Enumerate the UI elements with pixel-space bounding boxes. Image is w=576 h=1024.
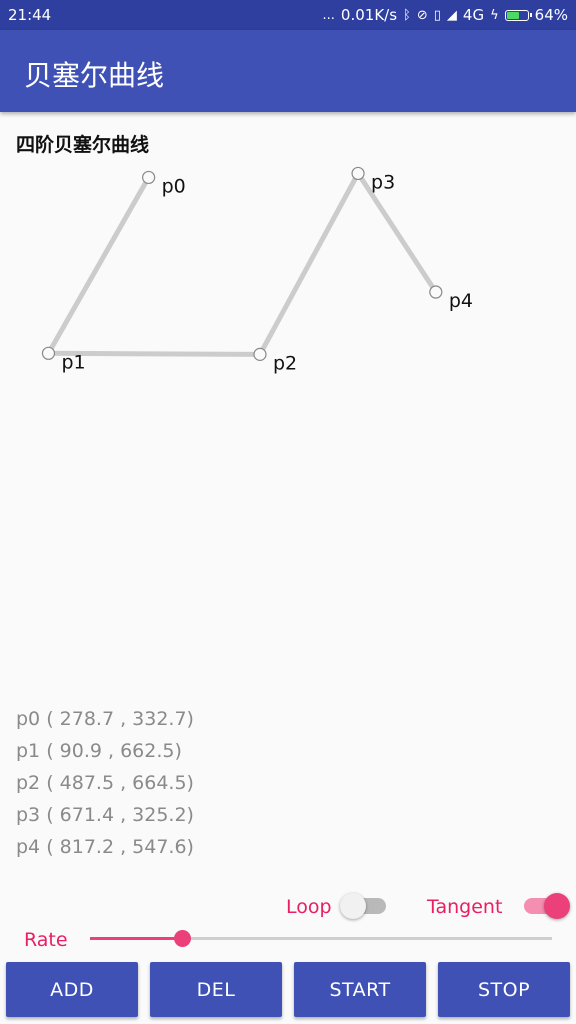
control-point-p0[interactable] bbox=[142, 170, 156, 185]
status-icons: ... 0.01K/s ᛒ ⊘ ▯ ◢ 4G ϟ 64% bbox=[323, 6, 568, 24]
loop-switch[interactable] bbox=[340, 890, 390, 920]
status-dots: ... bbox=[322, 7, 335, 23]
app-title: 贝塞尔曲线 bbox=[24, 59, 165, 92]
coord-p4: p4 ( 817.2 , 547.6) bbox=[16, 836, 194, 858]
control-point-p4[interactable] bbox=[429, 285, 443, 299]
alarm-off-icon: ⊘ bbox=[416, 7, 428, 23]
battery-level bbox=[506, 11, 519, 19]
rate-label: Rate bbox=[24, 929, 68, 951]
add-button[interactable]: ADD bbox=[6, 962, 138, 1017]
coord-p1: p1 ( 90.9 , 662.5) bbox=[16, 740, 182, 762]
loop-switch-thumb bbox=[340, 893, 366, 919]
rate-slider-fill bbox=[90, 937, 183, 940]
app-bar: 贝塞尔曲线 bbox=[0, 30, 576, 112]
bezier-canvas[interactable]: p0 p1 p2 p3 p4 bbox=[0, 112, 576, 692]
coord-p0: p0 ( 278.7 , 332.7) bbox=[16, 708, 194, 730]
charging-icon: ϟ bbox=[490, 7, 499, 23]
coordinates-list: p0 ( 278.7 , 332.7) p1 ( 90.9 , 662.5) p… bbox=[16, 706, 194, 866]
rate-slider-thumb[interactable] bbox=[174, 930, 192, 947]
stop-button[interactable]: STOP bbox=[438, 962, 570, 1017]
point-label-p4: p4 bbox=[449, 290, 473, 312]
rate-slider-track bbox=[90, 937, 552, 940]
coord-p3: p3 ( 671.4 , 325.2) bbox=[16, 804, 194, 826]
control-point-p2[interactable] bbox=[253, 347, 267, 361]
control-point-p1[interactable] bbox=[41, 346, 56, 360]
network-type: 4G bbox=[462, 6, 485, 24]
point-label-p0: p0 bbox=[162, 175, 186, 197]
network-speed: 0.01K/s bbox=[340, 6, 398, 24]
tangent-switch-thumb bbox=[544, 893, 570, 919]
point-label-p2: p2 bbox=[273, 352, 297, 374]
vibrate-icon: ▯ bbox=[433, 7, 441, 23]
start-button[interactable]: START bbox=[294, 962, 426, 1017]
control-polyline bbox=[44, 168, 438, 357]
point-label-p3: p3 bbox=[371, 171, 395, 193]
point-label-p1: p1 bbox=[61, 351, 85, 373]
tangent-switch[interactable] bbox=[520, 890, 570, 920]
status-bar: 21:44 ... 0.01K/s ᛒ ⊘ ▯ ◢ 4G ϟ 64% bbox=[0, 0, 576, 30]
battery-icon bbox=[504, 9, 532, 21]
signal-icon: ◢ bbox=[446, 7, 457, 23]
rate-slider[interactable] bbox=[90, 928, 552, 948]
bluetooth-icon: ᛒ bbox=[403, 7, 411, 23]
status-time: 21:44 bbox=[8, 6, 52, 24]
loop-label: Loop bbox=[286, 896, 332, 918]
control-point-p3[interactable] bbox=[351, 166, 365, 181]
tangent-label: Tangent bbox=[427, 896, 503, 918]
curve-order-title: 四阶贝塞尔曲线 bbox=[16, 134, 150, 156]
control-points: p0 p1 p2 p3 p4 bbox=[41, 166, 473, 374]
coord-p2: p2 ( 487.5 , 664.5) bbox=[16, 772, 194, 794]
del-button[interactable]: DEL bbox=[150, 962, 282, 1017]
battery-percent: 64% bbox=[534, 6, 568, 24]
